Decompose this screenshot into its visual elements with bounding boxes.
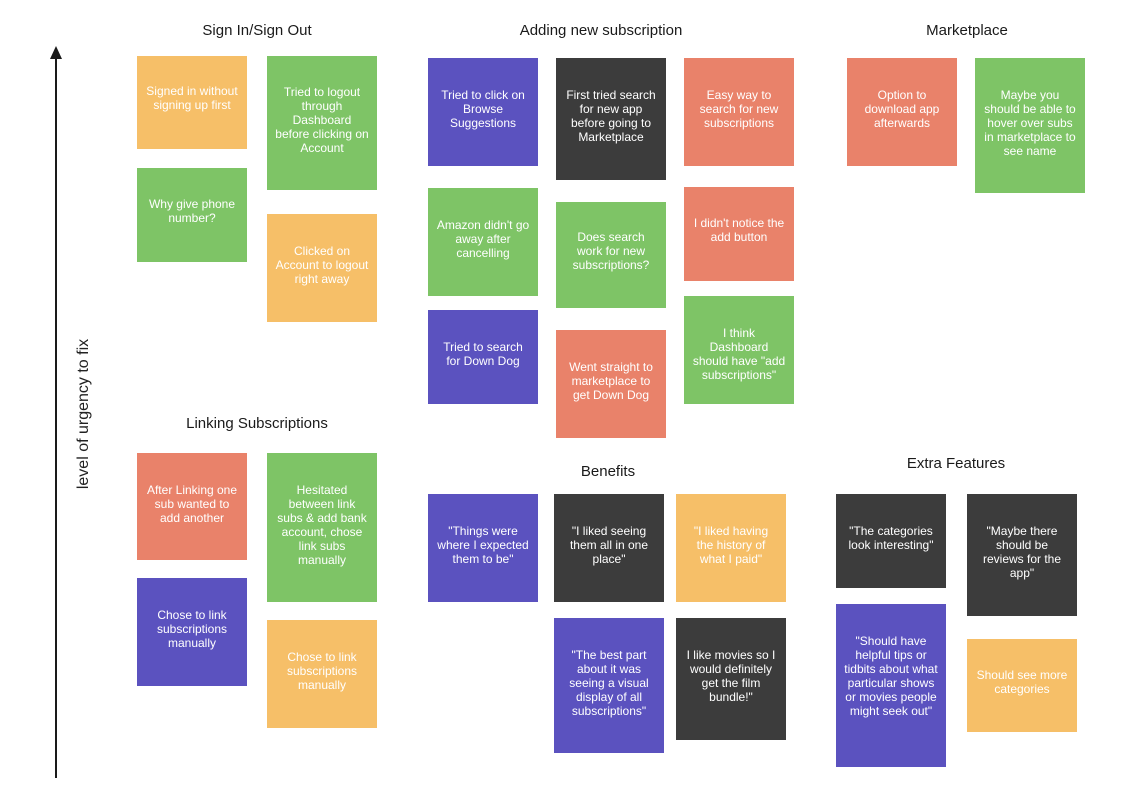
sticky-note: "The best part about it was seeing a vis…: [554, 618, 664, 753]
sticky-note: Signed in without signing up first: [137, 56, 247, 149]
group-title-extra-features: Extra Features: [906, 455, 1006, 472]
group-title-adding-subscription: Adding new subscription: [519, 22, 683, 39]
sticky-note: Hesitated between link subs & add bank a…: [267, 453, 377, 602]
sticky-note: Chose to link subscriptions manually: [137, 578, 247, 686]
sticky-note: Why give phone number?: [137, 168, 247, 262]
sticky-note: Tried to search for Down Dog: [428, 310, 538, 404]
sticky-note: I didn't notice the add button: [684, 187, 794, 281]
sticky-note: First tried search for new app before go…: [556, 58, 666, 180]
sticky-note: Chose to link subscriptions manually: [267, 620, 377, 728]
urgency-axis-label: level of urgency to fix: [75, 338, 92, 490]
sticky-note: "The categories look interesting": [836, 494, 946, 588]
sticky-note: Option to download app afterwards: [847, 58, 957, 166]
sticky-note: Maybe you should be able to hover over s…: [975, 58, 1085, 193]
sticky-note: "I liked seeing them all in one place": [554, 494, 664, 602]
sticky-note: After Linking one sub wanted to add anot…: [137, 453, 247, 560]
urgency-axis-arrow-icon: [50, 46, 62, 59]
group-title-marketplace: Marketplace: [926, 22, 1008, 39]
sticky-note: Clicked on Account to logout right away: [267, 214, 377, 322]
group-title-linking-subscriptions: Linking Subscriptions: [186, 415, 328, 432]
sticky-note: I think Dashboard should have "add subsc…: [684, 296, 794, 404]
sticky-note: Amazon didn't go away after cancelling: [428, 188, 538, 296]
sticky-note: Tried to logout through Dashboard before…: [267, 56, 377, 190]
sticky-note: "Things were where I expected them to be…: [428, 494, 538, 602]
group-title-benefits: Benefits: [580, 463, 636, 480]
group-title-sign-in: Sign In/Sign Out: [202, 22, 312, 39]
sticky-note: Easy way to search for new subscriptions: [684, 58, 794, 166]
sticky-note: Does search work for new subscriptions?: [556, 202, 666, 308]
sticky-note: Went straight to marketplace to get Down…: [556, 330, 666, 438]
sticky-note: Should see more categories: [967, 639, 1077, 732]
sticky-note: I like movies so I would definitely get …: [676, 618, 786, 740]
sticky-note: "I liked having the history of what I pa…: [676, 494, 786, 602]
sticky-note: "Should have helpful tips or tidbits abo…: [836, 604, 946, 767]
urgency-axis-line: [55, 58, 57, 778]
sticky-note: Tried to click on Browse Suggestions: [428, 58, 538, 166]
sticky-note: "Maybe there should be reviews for the a…: [967, 494, 1077, 616]
